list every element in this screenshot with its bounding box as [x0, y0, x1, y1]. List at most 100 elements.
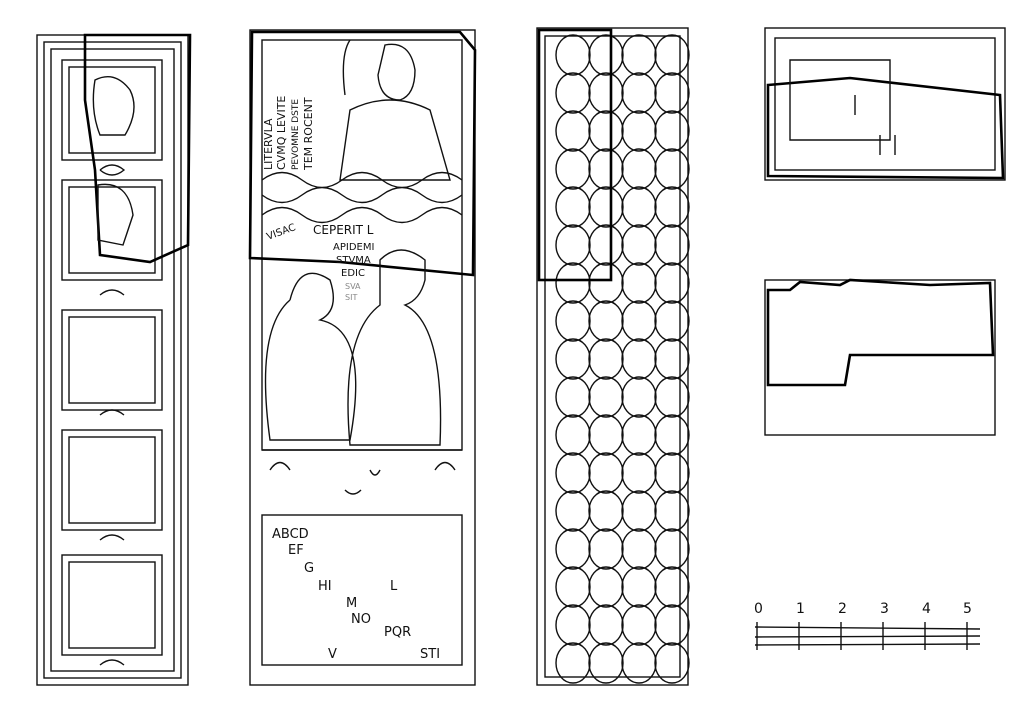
interlace-loop: [654, 642, 690, 684]
interlace-loop: [588, 414, 624, 456]
inscription-line: CVMQ LEVITE: [275, 96, 288, 170]
interlace-loop: [588, 300, 624, 342]
interlace-loop: [555, 414, 591, 456]
interlace-loop: [621, 300, 657, 342]
fragment-outline: [83, 33, 192, 264]
interlace-loop: [621, 566, 657, 608]
interlace-loop: [555, 72, 591, 114]
interlace-loop: [588, 452, 624, 494]
alphabet-line: EF: [288, 543, 304, 558]
inscription-lower: VISAC CEPERIT L APIDEMI STVMA EDIC SVA S…: [265, 222, 374, 302]
panel-fragments: [764, 27, 1006, 436]
alphabet-line: G: [304, 561, 314, 576]
interlace-loop: [621, 642, 657, 684]
fragment-outline: [537, 28, 613, 282]
interlace-loop: [654, 338, 690, 380]
interlace-loop: [654, 224, 690, 266]
inscription-upper: LITERVLA CVMQ LEVITE PEVOMNE DSTE TEM RO…: [262, 96, 315, 171]
interlace-loop: [555, 566, 591, 608]
interlace-loop: [621, 452, 657, 494]
interlace-loop: [621, 34, 657, 76]
inscription-line: PEVOMNE DSTE: [291, 99, 301, 170]
panel-interlace: [536, 27, 690, 686]
interlace-loop: [555, 338, 591, 380]
interlace-loop: [588, 186, 624, 228]
interlace-loop: [654, 566, 690, 608]
interlace-loop: [621, 262, 657, 304]
interlace-loop: [555, 186, 591, 228]
bird-figure: [92, 76, 135, 246]
interlace-loop: [621, 110, 657, 152]
inscription-line: TEM ROCENT: [302, 97, 315, 171]
alphabet-line: L: [390, 579, 398, 594]
priest-figure: [339, 39, 451, 181]
inscription-line: CEPERIT L: [313, 223, 374, 237]
two-figures: [264, 249, 442, 446]
interlace-loop: [588, 224, 624, 266]
alphabet-line: NO: [351, 612, 371, 627]
interlace-loop: [555, 642, 591, 684]
interlace-loop: [588, 72, 624, 114]
inscription-line: LITERVLA: [262, 118, 275, 170]
interlace-loop: [588, 376, 624, 418]
interlace-loop: [555, 34, 591, 76]
alphabet-line: PQR: [384, 625, 411, 640]
interlace-loop: [654, 376, 690, 418]
interlace-loop: [621, 224, 657, 266]
alphabet-line: STI: [420, 647, 440, 662]
interlace-loop: [588, 110, 624, 152]
alphabet-line: V: [328, 647, 337, 662]
interlace-loop: [555, 110, 591, 152]
scale-label: 2: [838, 601, 847, 617]
alphabet-line: HI: [318, 579, 332, 594]
interlace-loop: [621, 528, 657, 570]
interlace-loop: [588, 262, 624, 304]
scale-label: 4: [922, 601, 931, 617]
interlace-loop: [555, 528, 591, 570]
panel-figures-stele: LITERVLA CVMQ LEVITE PEVOMNE DSTE TEM RO…: [248, 29, 477, 686]
interlace-loop: [555, 300, 591, 342]
interlace-loop: [621, 338, 657, 380]
interlace-loop: [621, 186, 657, 228]
interlace-loop: [555, 224, 591, 266]
interlace-loop: [654, 528, 690, 570]
interlace-loop: [654, 452, 690, 494]
interlace-loop: [555, 376, 591, 418]
interlace-loop: [588, 566, 624, 608]
alphabet-text: ABCD EF G HI L M NO PQR V STI: [272, 527, 440, 662]
alphabet-line: M: [346, 596, 357, 611]
interlace-loop: [555, 148, 591, 190]
fragment-outline: [248, 30, 477, 277]
interlace-loop: [588, 604, 624, 646]
interlace-loop: [654, 186, 690, 228]
interlace-loop: [654, 414, 690, 456]
interlace-loop: [654, 604, 690, 646]
interlace-loop: [588, 490, 624, 532]
interlace-loop: [555, 452, 591, 494]
interlace-loop: [654, 262, 690, 304]
scale-label: 0: [754, 601, 763, 617]
interlace-loop: [588, 148, 624, 190]
interlace-loop: [588, 338, 624, 380]
interlace-loop: [654, 490, 690, 532]
interlace-loop: [555, 604, 591, 646]
interlace-band: [261, 171, 463, 224]
alphabet-line: ABCD: [272, 527, 309, 542]
interlace-loop: [588, 642, 624, 684]
interlace-loop: [621, 414, 657, 456]
scale-label: 1: [796, 601, 805, 617]
interlace-loop: [621, 490, 657, 532]
inscription-line: VISAC: [265, 222, 297, 243]
interlace-loop: [654, 34, 690, 76]
interlace-loop: [621, 604, 657, 646]
interlace-loop: [654, 300, 690, 342]
inscription-line: APIDEMI: [333, 242, 374, 253]
interlace-loop: [555, 262, 591, 304]
panel-squares-frieze: [36, 33, 192, 686]
interlace-loop: [555, 490, 591, 532]
interlace-loop: [621, 148, 657, 190]
interlace-loop: [621, 376, 657, 418]
scale-label: 3: [880, 601, 889, 617]
interlace-loop: [654, 72, 690, 114]
